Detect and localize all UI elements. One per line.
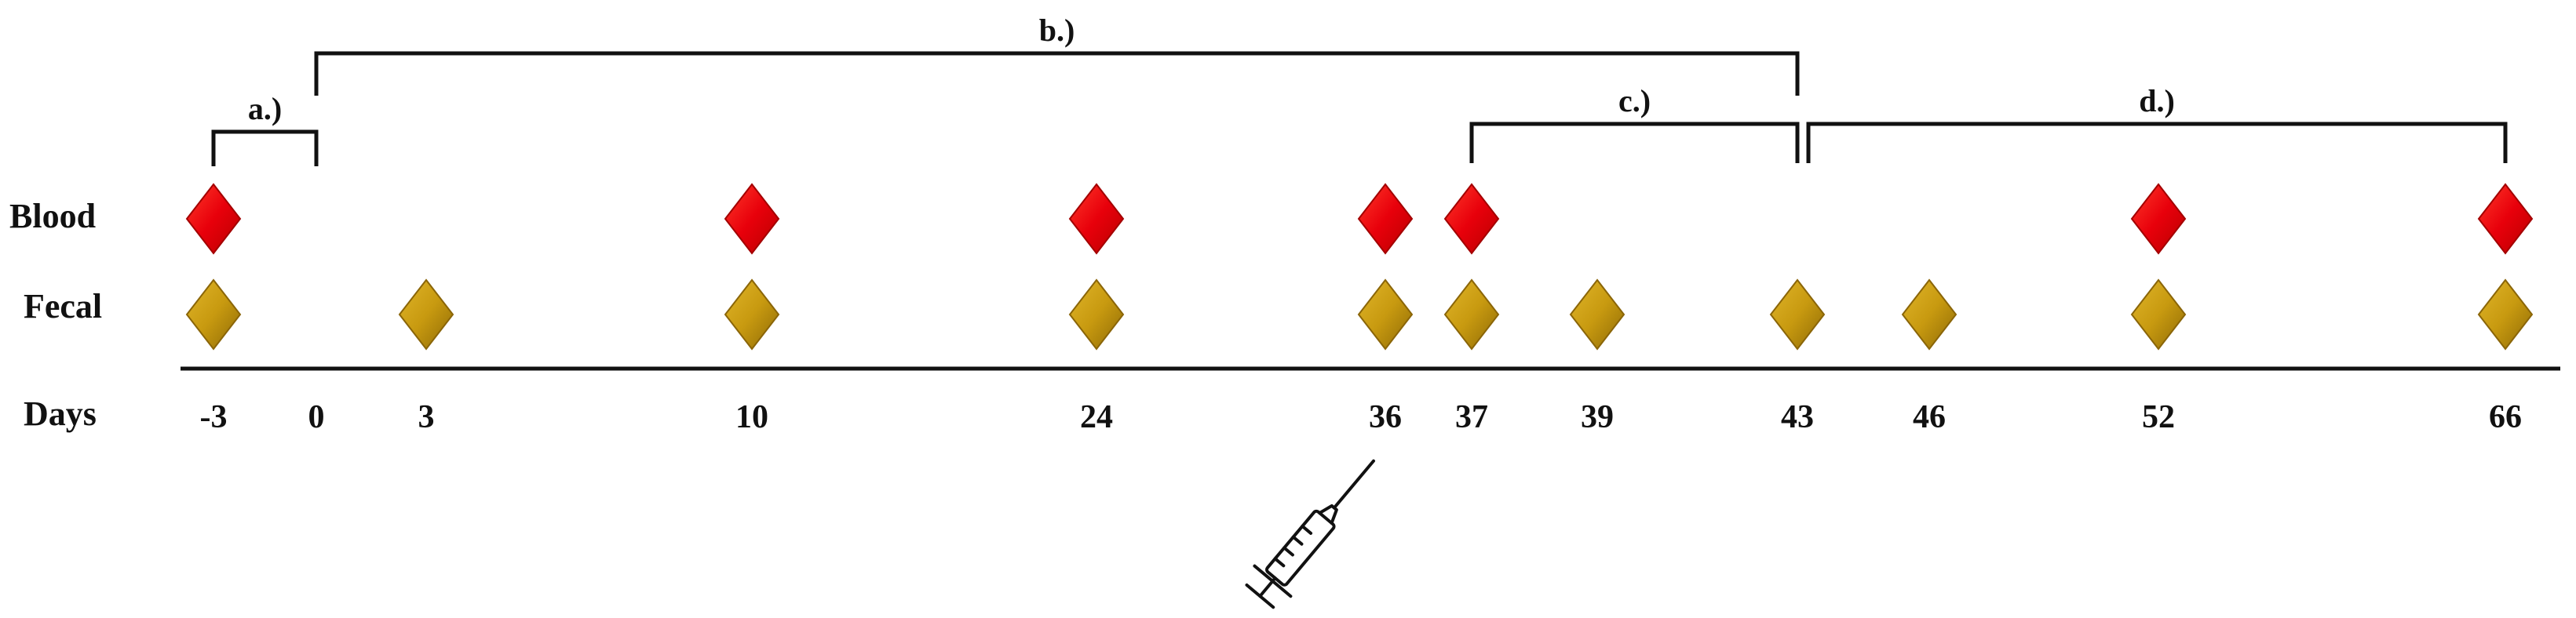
tick-label: 24 [1080,399,1113,435]
fecal-marker [1769,278,1826,351]
bracket-label-b: b.) [1039,13,1075,48]
tick-label: 10 [735,399,768,435]
fecal-marker [2477,278,2534,351]
tick-label: 66 [2489,399,2522,435]
fecal-marker [1569,278,1626,351]
blood-markers [185,183,2534,255]
bracket-b [314,51,1800,96]
tick-label: 39 [1581,399,1614,435]
fecal-marker [185,278,242,351]
syringe-icon [1245,459,1375,609]
bracket-label-a: a.) [248,91,282,126]
brackets: a.) b.) c.) d.) [211,13,2508,166]
blood-marker [724,183,780,255]
blood-marker [185,183,242,255]
tick-labels: -3 0 3 10 24 36 37 39 43 46 52 66 [200,399,2523,435]
bracket-label-c: c.) [1618,83,1651,118]
fecal-marker [1068,278,1125,351]
bracket-a [211,129,319,166]
bracket-c [1469,122,1800,163]
blood-marker [2130,183,2187,255]
row-label-days: Days [24,394,97,433]
tick-label: 52 [2142,399,2175,435]
tick-label: 43 [1781,399,1814,435]
fecal-marker [2130,278,2187,351]
fecal-marker [724,278,780,351]
blood-marker [1443,183,1500,255]
blood-marker [1357,183,1414,255]
row-label-fecal: Fecal [24,287,102,325]
tick-label: 3 [418,399,435,435]
tick-label: 36 [1369,399,1402,435]
fecal-marker [1901,278,1958,351]
blood-marker [1068,183,1125,255]
row-label-blood: Blood [9,197,96,235]
tick-label: 0 [308,399,325,435]
tick-label: -3 [200,399,228,435]
bracket-d [1806,122,2508,163]
blood-marker [2477,183,2534,255]
tick-label: 37 [1455,399,1488,435]
fecal-marker [1357,278,1414,351]
bracket-label-d: d.) [2139,83,2175,118]
fecal-markers [185,278,2534,351]
tick-label: 46 [1913,399,1946,435]
fecal-marker [1443,278,1500,351]
fecal-marker [398,278,454,351]
